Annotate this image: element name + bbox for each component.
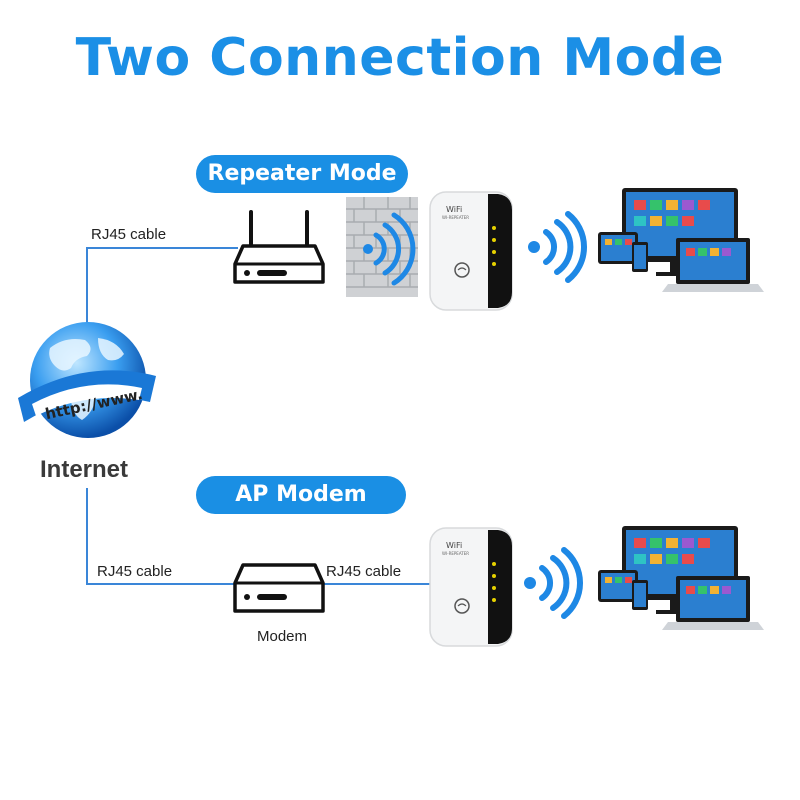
- connector-bottom-left-horizontal: [86, 583, 238, 585]
- devices-top-icon: [598, 188, 764, 292]
- modem-icon: [233, 563, 325, 613]
- connector-vertical-bottom: [86, 488, 88, 583]
- extender-brand-text: WiFi: [446, 541, 462, 550]
- wifi-signal-top-icon: [528, 211, 587, 283]
- devices-bottom-icon: [598, 526, 764, 630]
- wifi-signal-bottom-icon: [524, 547, 583, 619]
- internet-globe-icon: http://www.: [18, 322, 156, 438]
- extender-sub-text: WI-REPEATER: [442, 215, 469, 220]
- rj45-cable-label-top: RJ45 cable: [91, 226, 167, 243]
- page-title: Two Connection Mode: [75, 28, 725, 88]
- brick-wall-icon: [346, 197, 418, 297]
- router-icon: [233, 210, 325, 284]
- connector-top-horizontal: [86, 247, 238, 249]
- extender-sub-text: WI-REPEATER: [442, 551, 469, 556]
- wifi-extender-top-icon: WiFi WI-REPEATER: [429, 191, 513, 311]
- extender-brand-text: WiFi: [446, 205, 462, 214]
- ap-modem-badge: AP Modem: [196, 476, 406, 514]
- internet-label: Internet: [40, 456, 129, 483]
- rj45-cable-label-bottom-left: RJ45 cable: [97, 563, 173, 580]
- wifi-extender-bottom-icon: WiFi WI-REPEATER: [429, 527, 513, 647]
- modem-label: Modem: [257, 628, 308, 645]
- repeater-mode-badge: Repeater Mode: [196, 155, 408, 193]
- connector-vertical-top: [86, 247, 88, 342]
- connector-bottom-right-horizontal: [322, 583, 432, 585]
- rj45-cable-label-bottom-right: RJ45 cable: [326, 563, 402, 580]
